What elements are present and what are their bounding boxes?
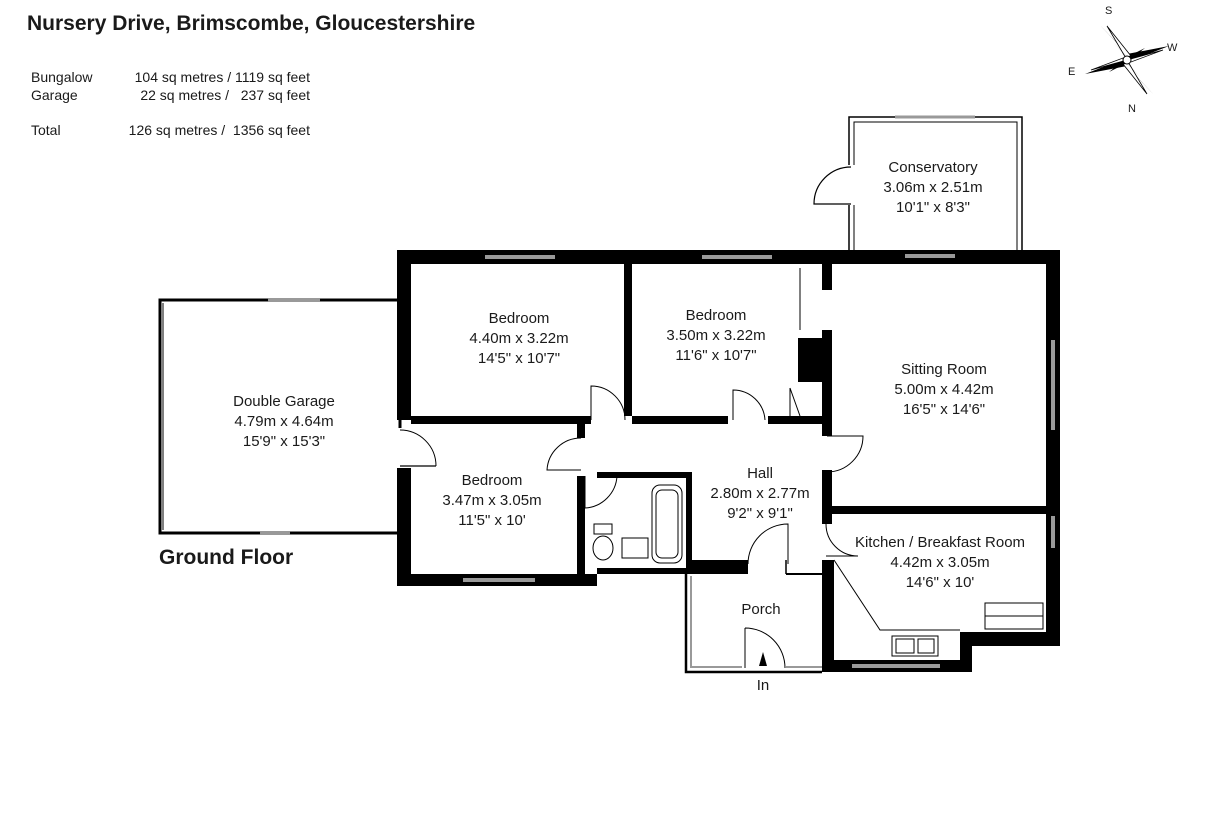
windows bbox=[463, 254, 1055, 668]
room-imperial: 9'2" x 9'1" bbox=[727, 505, 793, 522]
room-imperial: 14'5" x 10'7" bbox=[478, 350, 560, 367]
room-kitchen: Kitchen / Breakfast Room 4.42m x 3.05m 1… bbox=[855, 534, 1025, 591]
room-imperial: 11'6" x 10'7" bbox=[675, 347, 756, 364]
room-imperial: 15'9" x 15'3" bbox=[243, 433, 325, 450]
room-imperial: 16'5" x 14'6" bbox=[903, 401, 985, 418]
room-bedroom-3: Bedroom 3.47m x 3.05m 11'5" x 10' bbox=[442, 472, 541, 529]
room-hall: Hall 2.80m x 2.77m 9'2" x 9'1" bbox=[710, 465, 809, 522]
kitchen-fixtures bbox=[833, 559, 1044, 657]
area-value: 22 sq metres / 237 sq feet bbox=[140, 87, 310, 103]
room-name: Double Garage bbox=[233, 393, 335, 410]
room-bedroom-2: Bedroom 3.50m x 3.22m 11'6" x 10'7" bbox=[666, 307, 765, 364]
area-label: Garage bbox=[31, 87, 78, 103]
door-swings bbox=[546, 268, 864, 565]
compass-rose-icon: S W E N bbox=[1068, 5, 1178, 115]
room-imperial: 11'5" x 10' bbox=[458, 512, 526, 529]
room-name: Bedroom bbox=[686, 307, 747, 324]
area-summary: Bungalow 104 sq metres / 1119 sq feet Ga… bbox=[31, 68, 351, 139]
area-row-garage: Garage 22 sq metres / 237 sq feet bbox=[31, 86, 351, 104]
room-name: Hall bbox=[747, 465, 773, 482]
room-name: Bedroom bbox=[462, 472, 523, 489]
compass-n: N bbox=[1128, 103, 1136, 115]
area-row-bungalow: Bungalow 104 sq metres / 1119 sq feet bbox=[31, 68, 351, 86]
room-metric: 3.47m x 3.05m bbox=[442, 492, 541, 509]
room-metric: 4.42m x 3.05m bbox=[890, 554, 989, 571]
room-metric: 3.06m x 2.51m bbox=[883, 179, 982, 196]
compass-w: W bbox=[1167, 42, 1178, 54]
room-imperial: 14'6" x 10' bbox=[906, 574, 975, 591]
room-imperial: 10'1" x 8'3" bbox=[896, 199, 970, 216]
room-porch: Porch bbox=[741, 601, 780, 618]
room-metric: 2.80m x 2.77m bbox=[710, 485, 809, 502]
area-value: 126 sq metres / 1356 sq feet bbox=[128, 122, 310, 138]
room-sitting-room: Sitting Room 5.00m x 4.42m 16'5" x 14'6" bbox=[894, 361, 993, 418]
area-value: 104 sq metres / 1119 sq feet bbox=[134, 69, 310, 85]
compass-e: E bbox=[1068, 66, 1075, 78]
floor-label: Ground Floor bbox=[159, 546, 294, 569]
room-metric: 4.40m x 3.22m bbox=[469, 330, 568, 347]
room-metric: 5.00m x 4.42m bbox=[894, 381, 993, 398]
area-label: Bungalow bbox=[31, 69, 93, 85]
bathroom-fixtures bbox=[592, 484, 683, 564]
page-title: Nursery Drive, Brimscombe, Gloucestershi… bbox=[27, 12, 476, 35]
porch-walls bbox=[684, 560, 822, 674]
room-metric: 3.50m x 3.22m bbox=[666, 327, 765, 344]
room-name: Bedroom bbox=[489, 310, 550, 327]
room-name: Sitting Room bbox=[901, 361, 987, 378]
room-name: Porch bbox=[741, 601, 780, 618]
room-metric: 4.79m x 4.64m bbox=[234, 413, 333, 430]
entrance-arrow-icon bbox=[759, 652, 767, 666]
room-name: Kitchen / Breakfast Room bbox=[855, 534, 1025, 551]
area-row-total: Total 126 sq metres / 1356 sq feet bbox=[31, 121, 351, 139]
compass-s: S bbox=[1105, 5, 1112, 17]
room-bedroom-1: Bedroom 4.40m x 3.22m 14'5" x 10'7" bbox=[469, 310, 568, 367]
room-name: Conservatory bbox=[888, 159, 978, 176]
room-conservatory: Conservatory 3.06m x 2.51m 10'1" x 8'3" bbox=[883, 159, 982, 216]
area-label: Total bbox=[31, 122, 61, 138]
entrance-label: In bbox=[757, 677, 770, 694]
room-double-garage: Double Garage 4.79m x 4.64m 15'9" x 15'3… bbox=[233, 393, 335, 450]
